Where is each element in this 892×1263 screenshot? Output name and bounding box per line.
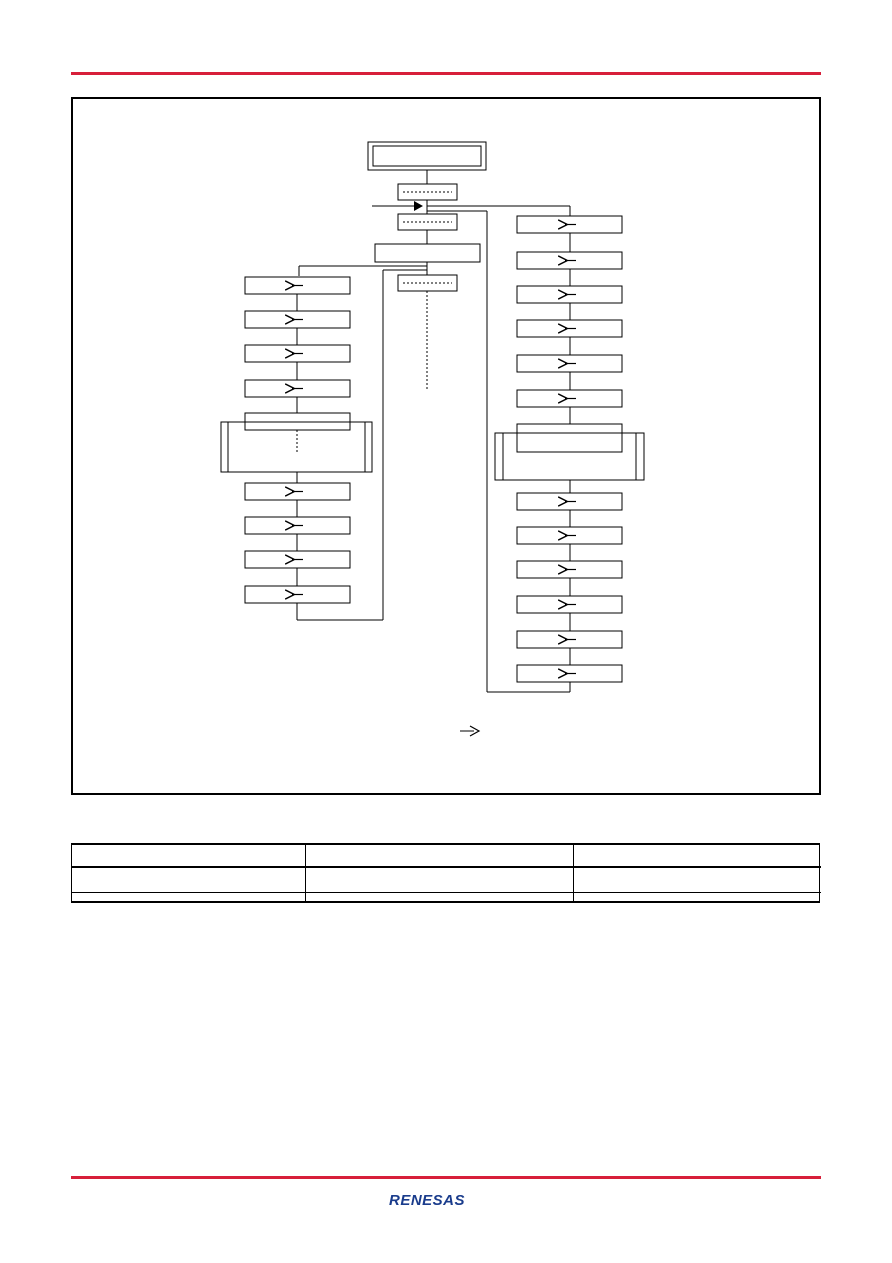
table-cell xyxy=(304,892,573,901)
arrow-right-icon xyxy=(414,201,423,211)
table-row xyxy=(72,892,821,901)
table-cell xyxy=(72,892,305,901)
table-cell xyxy=(304,867,573,893)
table-header-cell xyxy=(72,845,305,868)
header-rule xyxy=(71,72,821,75)
loop-box-inner xyxy=(502,432,637,481)
table-cell xyxy=(72,867,305,893)
process-box xyxy=(516,423,623,453)
start-box-inner xyxy=(372,145,482,167)
process-box xyxy=(374,243,481,263)
arrow-right-icon xyxy=(469,725,481,737)
logo-text: RENESAS xyxy=(389,1192,465,1209)
table-header-cell xyxy=(304,845,573,868)
table-header-cell xyxy=(572,845,821,868)
table-header-row xyxy=(72,845,821,868)
table-cell xyxy=(572,867,821,893)
footer-rule xyxy=(71,1176,821,1179)
info-table xyxy=(71,843,821,903)
renesas-logo: RENESAS xyxy=(389,1192,465,1209)
table-cell xyxy=(572,892,821,901)
table-row xyxy=(72,867,821,893)
figure-frame xyxy=(71,97,821,795)
flow-diagram xyxy=(71,97,821,795)
